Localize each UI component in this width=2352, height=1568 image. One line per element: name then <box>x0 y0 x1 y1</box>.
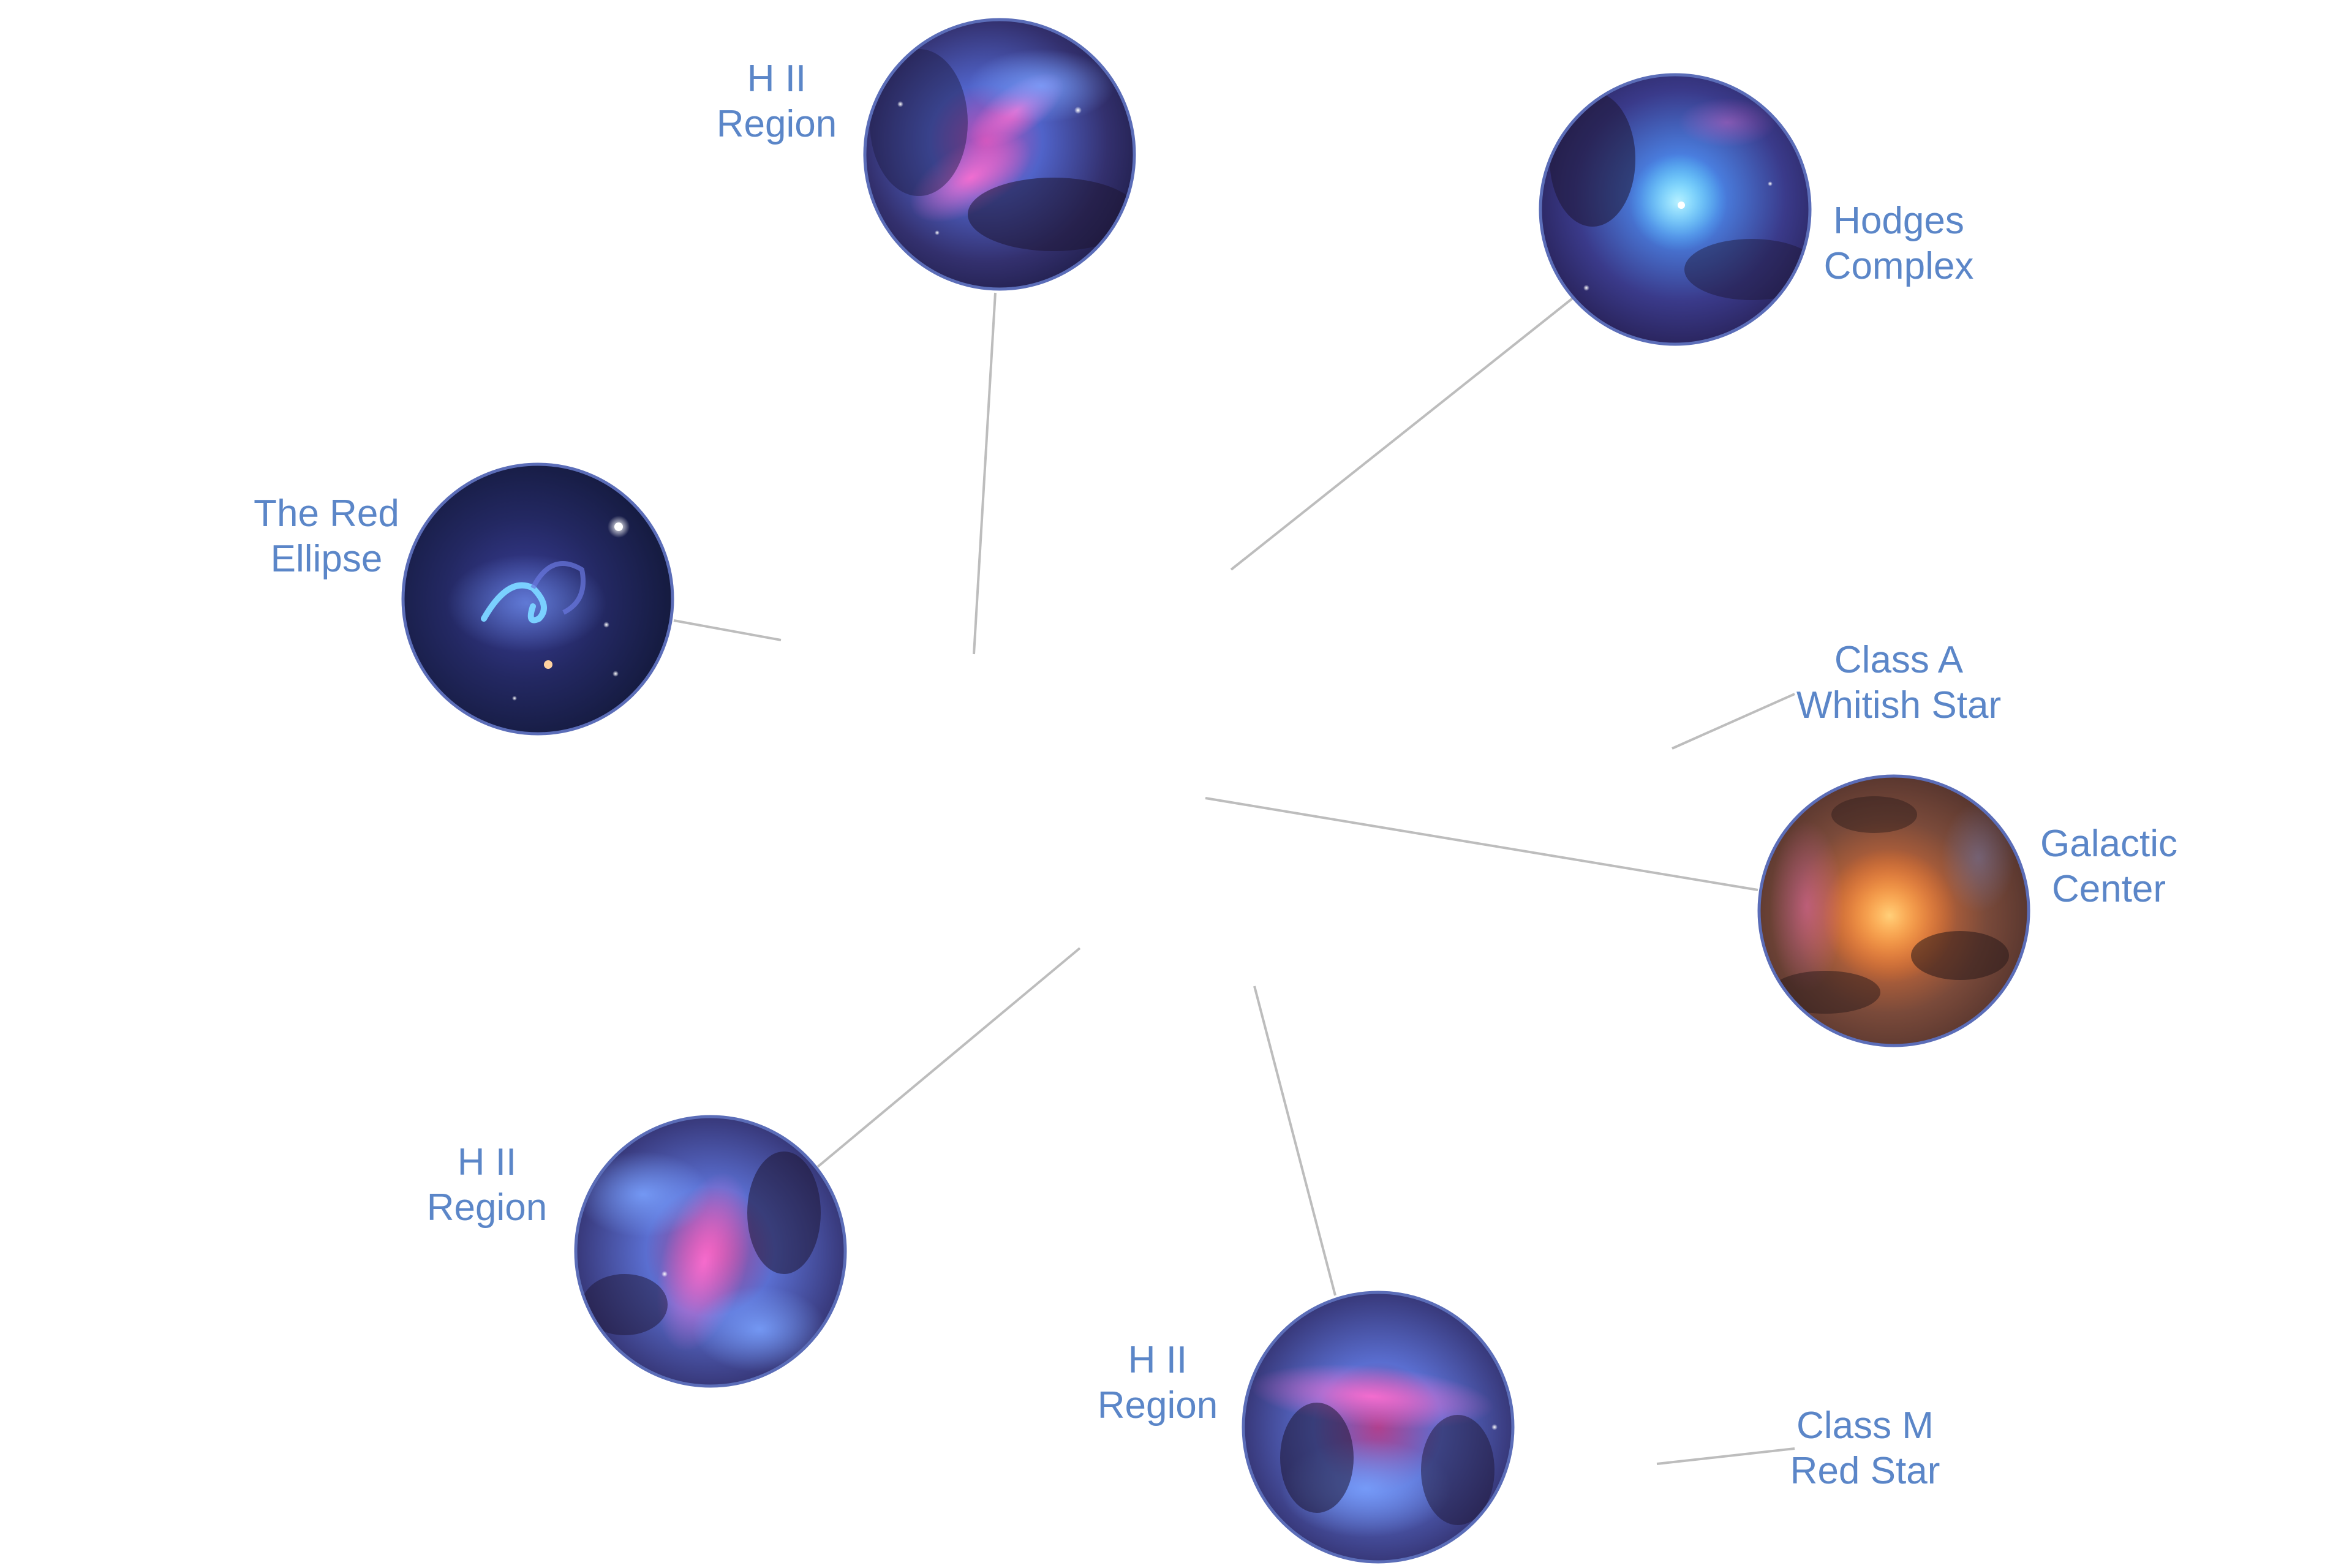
hii-region-left-image <box>574 1115 847 1388</box>
label-class-a-whitish-star: Class A Whitish Star <box>1796 638 2001 728</box>
label-galactic-center-line1: Galactic <box>2040 823 2177 865</box>
label-class-a-line2: Whitish Star <box>1796 684 2002 726</box>
leader-line-galactic-center <box>1205 797 1758 891</box>
leader-lines <box>673 292 1795 1465</box>
label-red-ellipse: The Red Ellipse <box>254 491 399 582</box>
label-hii-region-left-line2: Region <box>426 1186 548 1229</box>
label-red-ellipse-line2: Ellipse <box>270 538 383 580</box>
leader-line-hii-left <box>816 947 1081 1168</box>
red-ellipse-image <box>401 462 674 736</box>
label-hii-region-bottom-line1: H II <box>1128 1339 1188 1381</box>
label-hii-region-top: H II Region <box>717 56 837 147</box>
leader-line-hii-bottom <box>1253 986 1336 1296</box>
label-hii-region-left-line1: H II <box>457 1141 517 1183</box>
label-hodges-complex-line1: Hodges <box>1833 200 1964 242</box>
label-hii-region-bottom: H II Region <box>1098 1338 1218 1428</box>
leader-line-class-a <box>1672 693 1795 750</box>
hodges-complex-image <box>1539 73 1812 346</box>
label-hii-region-bottom-line2: Region <box>1097 1384 1218 1427</box>
hii-region-bottom-image <box>1242 1291 1515 1564</box>
leader-line-hodges <box>1230 296 1575 571</box>
hii-region-top-image <box>863 18 1136 291</box>
label-red-ellipse-line1: The Red <box>254 492 399 535</box>
label-class-m-line2: Red Star <box>1790 1450 1940 1492</box>
label-hodges-complex: Hodges Complex <box>1824 198 1974 289</box>
leader-line-class-m <box>1656 1447 1795 1465</box>
label-galactic-center-line2: Center <box>2051 868 2166 910</box>
label-hii-region-left: H II Region <box>427 1140 547 1231</box>
label-class-m-red-star: Class M Red Star <box>1790 1403 1940 1494</box>
label-hii-region-top-line2: Region <box>716 103 837 145</box>
label-galactic-center: Galactic Center <box>2040 821 2177 912</box>
leader-line-hii-top <box>973 292 997 655</box>
leader-line-red-ellipse <box>673 619 782 641</box>
label-class-m-line1: Class M <box>1796 1404 1934 1447</box>
label-hii-region-top-line1: H II <box>747 58 807 100</box>
label-hodges-complex-line2: Complex <box>1823 245 1974 287</box>
label-class-a-line1: Class A <box>1834 639 1964 681</box>
galactic-center-image <box>1757 774 2030 1047</box>
